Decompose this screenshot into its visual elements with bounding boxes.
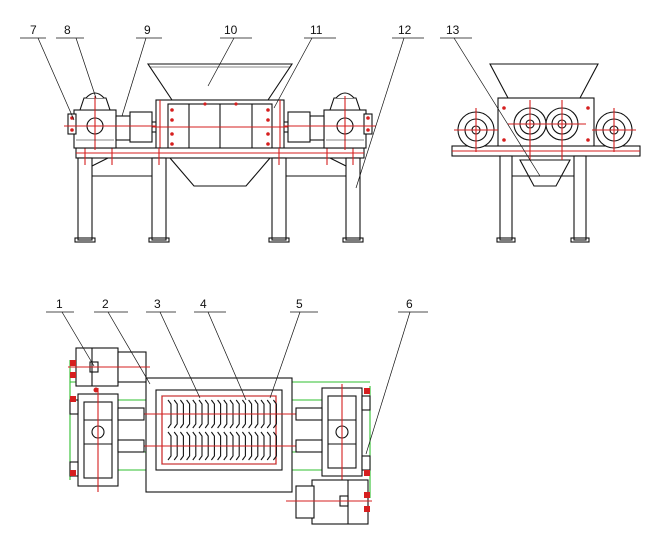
callout-10: 10 bbox=[207, 23, 252, 87]
front-view bbox=[64, 63, 376, 243]
callout-label-10: 10 bbox=[224, 23, 238, 37]
cutter-chamber bbox=[120, 389, 320, 471]
side-view bbox=[451, 63, 641, 243]
discharge-chute bbox=[168, 157, 272, 187]
plan-motor-left bbox=[68, 347, 150, 393]
callout-5: 5 bbox=[269, 297, 318, 399]
plan-left-drive bbox=[69, 388, 145, 492]
callout-13: 13 bbox=[440, 23, 541, 177]
callout-label-13: 13 bbox=[446, 23, 460, 37]
callout-label-1: 1 bbox=[56, 297, 63, 311]
plan-view bbox=[68, 347, 372, 525]
base-frame bbox=[74, 147, 365, 243]
callout-11: 11 bbox=[273, 23, 336, 109]
callout-1: 1 bbox=[46, 297, 95, 367]
side-motor-left bbox=[454, 108, 498, 152]
callout-label-11: 11 bbox=[310, 23, 323, 37]
callout-label-12: 12 bbox=[398, 23, 412, 37]
callouts: 7 8 9 10 11 12 13 bbox=[20, 23, 541, 455]
callout-9: 9 bbox=[121, 23, 162, 117]
callout-label-2: 2 bbox=[102, 297, 109, 311]
callout-label-7: 7 bbox=[30, 23, 37, 37]
callout-label-8: 8 bbox=[64, 23, 71, 37]
callout-label-3: 3 bbox=[154, 297, 161, 311]
callout-label-4: 4 bbox=[200, 297, 207, 311]
callout-4: 4 bbox=[194, 297, 247, 401]
callout-3: 3 bbox=[146, 297, 201, 399]
hopper bbox=[146, 63, 294, 101]
side-rollers bbox=[502, 100, 590, 160]
side-motor-right bbox=[592, 108, 636, 152]
callout-7: 7 bbox=[20, 23, 75, 121]
callout-12: 12 bbox=[355, 23, 424, 189]
callout-label-9: 9 bbox=[144, 23, 151, 37]
callout-label-6: 6 bbox=[406, 297, 413, 311]
side-hopper bbox=[489, 63, 599, 99]
plan-right-drive bbox=[295, 384, 371, 480]
plan-motor-right bbox=[286, 479, 372, 525]
side-chute bbox=[519, 159, 571, 187]
right-drive bbox=[284, 92, 376, 150]
callout-8: 8 bbox=[56, 23, 97, 99]
callout-label-5: 5 bbox=[296, 297, 303, 311]
left-drive bbox=[64, 92, 156, 150]
callout-2: 2 bbox=[94, 297, 151, 385]
callout-6: 6 bbox=[365, 297, 428, 455]
